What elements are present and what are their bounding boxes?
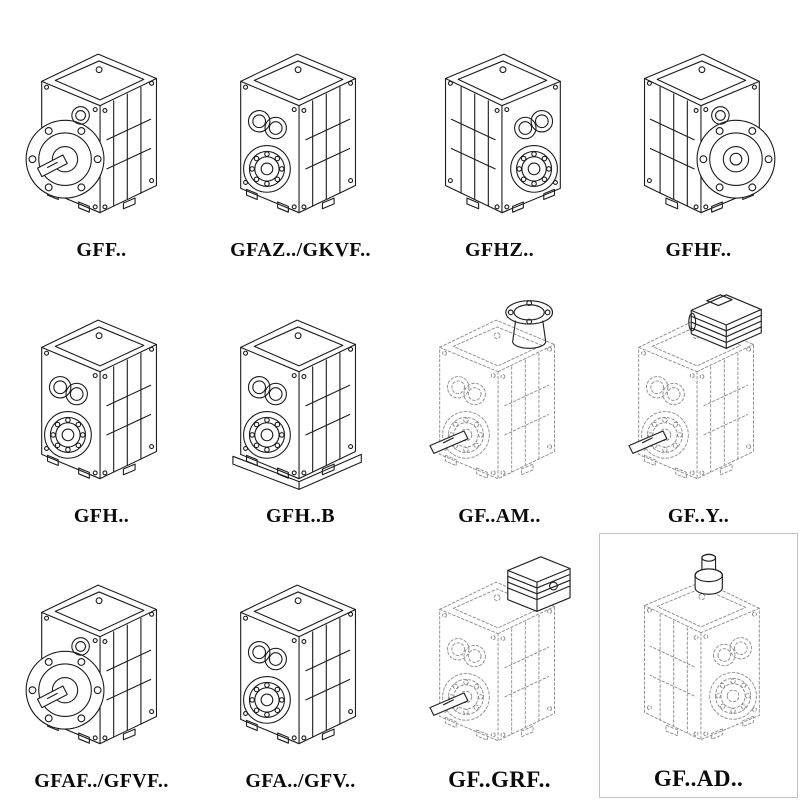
product-cell-gfh: GFH.. — [2, 267, 201, 532]
product-cell-gf-ad: GF..AD.. — [599, 532, 798, 798]
gearbox-drawing-hollow-shaft — [210, 23, 392, 237]
gearbox-drawing-hollow-shaft — [210, 554, 392, 768]
model-label: GF..GRF.. — [448, 766, 551, 792]
model-label: GF..AM.. — [458, 504, 541, 527]
product-cell-gfaz-gkvf: GFAZ../GKVF.. — [201, 2, 400, 267]
gearbox-drawing-output-flange-shaft — [11, 23, 193, 237]
product-cell-gff: GFF.. — [2, 2, 201, 267]
model-label: GF..AD.. — [653, 765, 744, 791]
model-label: GFAF../GFVF.. — [34, 770, 169, 792]
product-cell-gfhz: GFHZ.. — [400, 2, 599, 267]
model-label: GFAZ../GKVF.. — [230, 239, 371, 262]
model-label: GFH.. — [73, 504, 130, 527]
model-label: GFA../GFV.. — [245, 770, 356, 792]
product-cell-gf-grf: GF..GRF.. — [400, 533, 599, 798]
gearbox-drawing-phantom-input-adapter — [409, 551, 591, 765]
gearbox-drawing-phantom-shaft-adapter — [608, 550, 790, 764]
model-label: GFHZ.. — [464, 239, 535, 262]
gearbox-drawing-hollow-shaft-base — [210, 289, 392, 503]
gearbox-drawing-hollow-shaft-shrink-disc — [11, 289, 193, 503]
model-label: GFHF.. — [665, 239, 732, 262]
gearbox-drawing-hollow-shaft-mirrored — [409, 23, 591, 237]
product-cell-gfh-b: GFH..B — [201, 267, 400, 532]
gearbox-drawing-phantom-motor-flange — [409, 289, 591, 503]
model-label: GFH..B — [265, 504, 336, 527]
gearbox-drawing-phantom-with-motor — [608, 289, 790, 503]
model-label: GF..Y.. — [667, 504, 730, 527]
product-cell-gfaf-gfvf: GFAF../GFVF.. — [2, 533, 201, 798]
product-cell-gfa-gfv: GFA../GFV.. — [201, 533, 400, 798]
product-cell-gf-am: GF..AM.. — [400, 267, 599, 532]
gearbox-drawing-output-flange — [608, 23, 790, 237]
product-cell-gfhf: GFHF.. — [599, 2, 798, 267]
gearbox-drawing-output-flange-shaft — [11, 554, 193, 768]
model-label: GFF.. — [76, 239, 127, 262]
product-cell-gf-y: GF..Y.. — [599, 267, 798, 532]
